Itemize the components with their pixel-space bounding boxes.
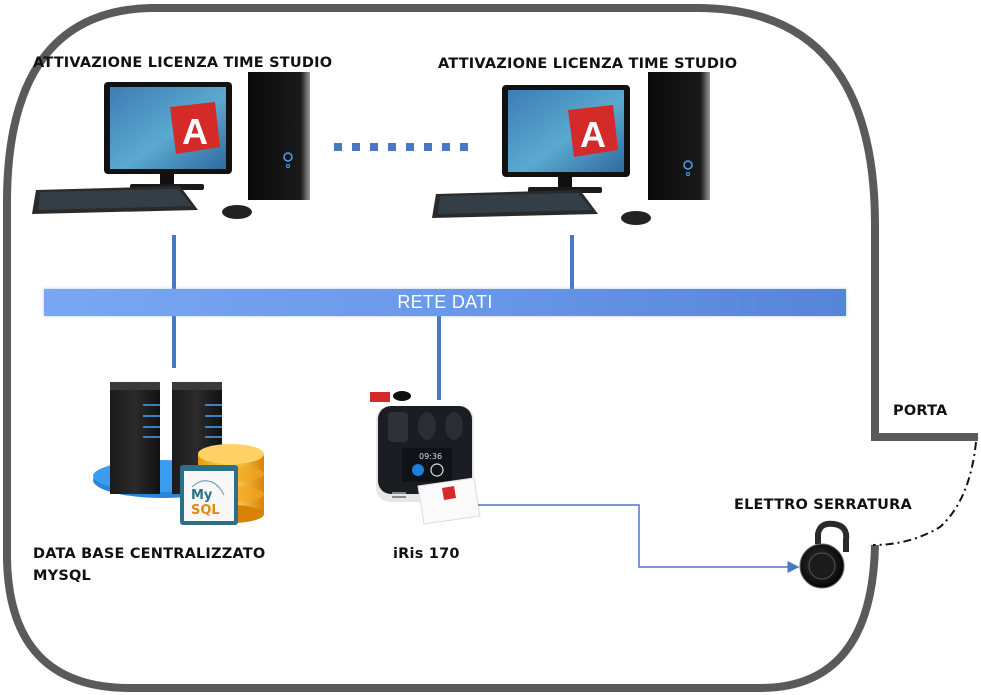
mysql-badge-text-bottom: SQL xyxy=(191,503,220,518)
room-outline xyxy=(3,4,879,692)
app-logo-icon: A xyxy=(170,102,220,154)
door-label: PORTA xyxy=(893,403,948,419)
terminal-label: iRis 170 xyxy=(393,546,460,562)
network-link-workstation-1 xyxy=(172,235,176,289)
workstation-ellipsis xyxy=(334,143,468,151)
lock-label: ELETTRO SERRATURA xyxy=(734,497,912,513)
terminal-clock: 09:36 xyxy=(419,452,443,461)
workstation-1-label: ATTIVAZIONE LICENZA TIME STUDIO xyxy=(33,55,333,71)
app-logo-icon: A xyxy=(568,105,618,157)
network-link-database xyxy=(172,316,176,368)
database-label-line2: MYSQL xyxy=(33,568,91,584)
workstation-2-label: ATTIVAZIONE LICENZA TIME STUDIO xyxy=(438,56,738,72)
database-server-icon xyxy=(93,382,264,523)
computer-workstation-icon: A xyxy=(432,72,710,225)
svg-text:A: A xyxy=(580,114,606,155)
network-link-workstation-2 xyxy=(570,235,574,289)
network-bus-label: RETE DATI xyxy=(397,292,493,312)
svg-text:A: A xyxy=(182,111,208,152)
terminal-to-lock-connector xyxy=(478,504,800,573)
combination-lock-icon xyxy=(799,520,850,589)
door-swing-arc xyxy=(872,441,977,546)
network-link-terminal xyxy=(437,316,441,400)
mysql-badge-icon xyxy=(180,465,238,525)
network-bus: RETE DATI xyxy=(44,289,846,316)
attendance-terminal-icon xyxy=(370,391,474,502)
computer-workstation-icon: A xyxy=(32,72,310,219)
rfid-card-icon xyxy=(417,477,481,525)
database-label-line1: DATA BASE CENTRALIZZATO xyxy=(33,546,266,562)
mysql-badge-text-top: My xyxy=(191,488,213,503)
